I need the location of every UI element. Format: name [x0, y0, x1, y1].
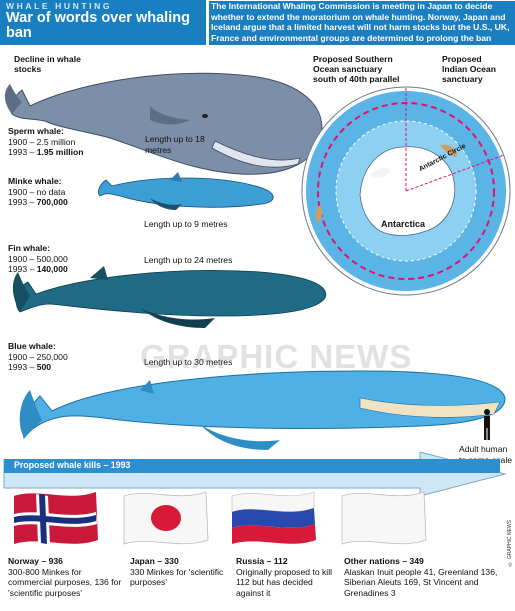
other-nations-entry: Other nations – 349 Alaskan Inuit people…	[344, 556, 504, 598]
kills-label-band	[4, 459, 500, 473]
page-title: War of words over whaling ban	[6, 10, 190, 41]
indian-sanctuary-label: Proposed Indian Ocean sanctuary	[442, 54, 496, 84]
nation-text: Alaskan Inuit people 41, Greenland 136, …	[344, 566, 498, 598]
whale-illustrations	[4, 72, 506, 450]
watermark: GRAPHIC NEWS	[140, 338, 413, 375]
stat-1900: 1900 – 250,000	[8, 351, 68, 362]
nation-text: Originally proposed to kill 112 but has …	[236, 566, 333, 598]
stat-1900: 1900 – 2.5 million	[8, 136, 76, 147]
whale-name: Minke whale:	[8, 176, 62, 186]
other-nations-flag	[341, 491, 427, 545]
whale-name: Fin whale:	[8, 243, 51, 253]
russia-flag	[231, 491, 316, 544]
intro-text: The International Whaling Commission is …	[209, 1, 515, 45]
japan-flag	[123, 491, 209, 545]
blue-whale-length: Length up to 30 metres	[144, 357, 233, 367]
copyright: © GRAPHIC NEWS	[507, 520, 513, 567]
nation-text: 330 Minkes for 'scientific purposes'	[130, 566, 224, 588]
stat-1993-value: 500	[36, 362, 52, 372]
minke-whale-illustration	[98, 172, 274, 210]
sperm-whale-length: Length up to 18 metres	[145, 134, 205, 155]
header-band	[0, 0, 206, 45]
antarctica-label: Antarctica	[381, 219, 426, 229]
nation-title: Japan – 330	[130, 556, 179, 566]
stat-1993-prefix: 1993 –	[8, 362, 37, 372]
norway-flag	[14, 492, 98, 544]
whale-name: Blue whale:	[8, 341, 56, 351]
sperm-whale-illustration	[4, 72, 323, 175]
stat-1993-prefix: 1993 –	[8, 197, 37, 207]
adult-human-icon	[484, 409, 490, 440]
kills-label: Proposed whale kills – 1993	[14, 460, 131, 470]
stat-1993-prefix: 1993 –	[8, 264, 37, 274]
blue-whale-illustration	[19, 370, 506, 450]
blue-whale-stats: Blue whale: 1900 – 250,000 1993 – 500	[8, 341, 68, 373]
stat-1993-value: 1.95 million	[36, 147, 84, 157]
norway-entry: Norway – 936 300-800 Minkes for commerci…	[8, 556, 126, 598]
nation-title: Norway – 936	[8, 556, 63, 566]
stat-1900: 1900 – no data	[8, 186, 66, 197]
kicker: WHALE HUNTING	[6, 1, 113, 11]
nation-text: 300-800 Minkes for commercial purposes, …	[8, 566, 122, 598]
whale-name: Sperm whale:	[8, 126, 64, 136]
russia-entry: Russia – 112 Originally proposed to kill…	[236, 556, 336, 598]
nation-title: Russia – 112	[236, 556, 288, 566]
stat-1993-value: 700,000	[36, 197, 68, 207]
antarctica-map	[301, 86, 511, 296]
nation-title: Other nations – 349	[344, 556, 424, 566]
minke-whale-stats: Minke whale: 1900 – no data 1993 – 700,0…	[8, 176, 68, 208]
sperm-whale-stats: Sperm whale: 1900 – 2.5 million 1993 – 1…	[8, 126, 84, 158]
stat-1993-prefix: 1993 –	[8, 147, 37, 157]
stat-1993-value: 140,000	[36, 264, 68, 274]
stat-1900: 1900 – 500,000	[8, 253, 68, 264]
fin-whale-length: Length up to 24 metres	[144, 255, 233, 265]
southern-sanctuary-label: Proposed Southern Ocean sanctuary south …	[313, 54, 400, 84]
decline-label: Decline in whale stocks	[14, 54, 81, 74]
japan-entry: Japan – 330 330 Minkes for 'scientific p…	[130, 556, 226, 588]
fin-whale-illustration	[12, 266, 327, 328]
minke-whale-length: Length up to 9 metres	[144, 219, 228, 229]
fin-whale-stats: Fin whale: 1900 – 500,000 1993 – 140,000	[8, 243, 68, 275]
